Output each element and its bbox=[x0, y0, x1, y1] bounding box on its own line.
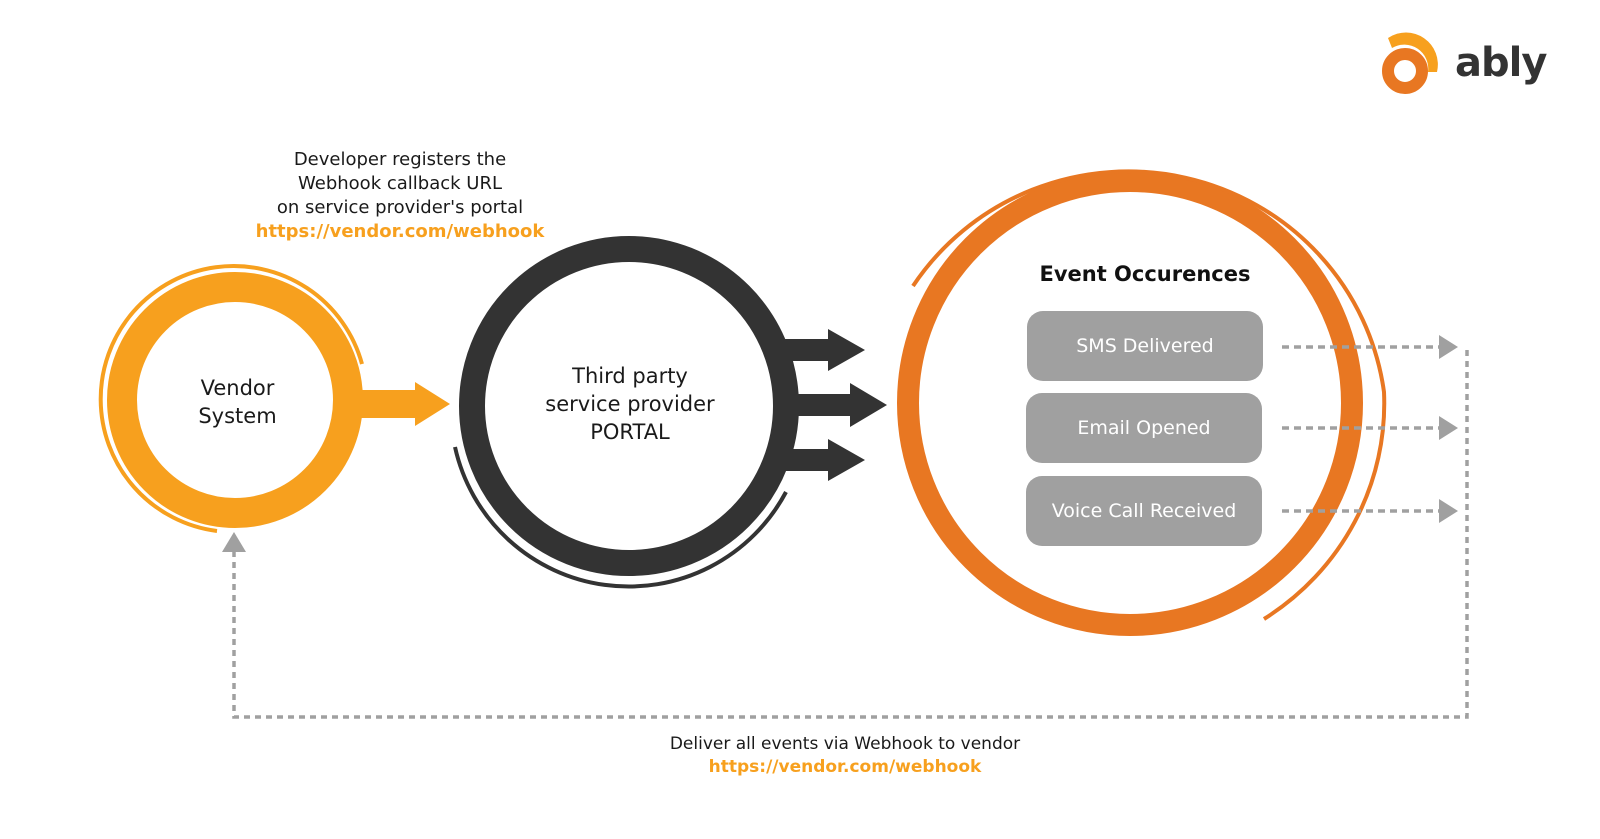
vendor-label-line-2: System bbox=[198, 404, 277, 428]
delivery-url-link[interactable]: https://vendor.com/webhook bbox=[708, 757, 982, 777]
events-title: Event Occurences bbox=[1039, 262, 1251, 286]
ably-logo-icon bbox=[1382, 32, 1438, 94]
portal-label: Third party service provider PORTAL bbox=[510, 362, 750, 446]
vendor-ring bbox=[107, 272, 363, 528]
return-arrowhead bbox=[222, 532, 246, 552]
registration-line-1: Developer registers the bbox=[293, 149, 507, 170]
arrowhead-sms bbox=[1439, 335, 1458, 359]
portal-to-events-arrows bbox=[775, 329, 887, 481]
portal-outer-arc bbox=[453, 446, 788, 589]
portal-arrow-top bbox=[775, 329, 865, 371]
delivery-note: Deliver all events via Webhook to vendor… bbox=[600, 733, 1090, 779]
event-arrowheads bbox=[1439, 335, 1458, 523]
event-box-voice-call-received: Voice Call Received bbox=[1026, 476, 1262, 546]
event-dashed-lines bbox=[1282, 345, 1440, 513]
portal-label-line-3: PORTAL bbox=[590, 420, 670, 444]
arrowhead-voice bbox=[1439, 499, 1458, 523]
vendor-node bbox=[98, 264, 364, 533]
portal-label-line-2: service provider bbox=[545, 392, 715, 416]
vendor-label: Vendor System bbox=[160, 374, 315, 430]
registration-line-3: on service provider's portal bbox=[276, 197, 524, 218]
vendor-outer-arc bbox=[98, 264, 364, 533]
vendor-label-line-1: Vendor bbox=[200, 376, 275, 400]
delivery-note-text: Deliver all events via Webhook to vendor bbox=[669, 734, 1021, 754]
registration-url-link[interactable]: https://vendor.com/webhook bbox=[255, 221, 545, 242]
arrowhead-email bbox=[1439, 416, 1458, 440]
ably-wordmark: ably bbox=[1455, 40, 1547, 86]
portal-label-line-1: Third party bbox=[572, 364, 688, 388]
events-ring bbox=[897, 170, 1363, 636]
registration-note: Developer registers the Webhook callback… bbox=[230, 148, 570, 244]
events-outer-arc bbox=[911, 169, 1387, 621]
portal-arrow-bottom bbox=[775, 439, 865, 481]
events-node bbox=[897, 169, 1387, 636]
event-box-sms-delivered: SMS Delivered bbox=[1027, 311, 1263, 381]
vendor-to-portal-arrow bbox=[355, 382, 450, 426]
webhook-return-path bbox=[232, 350, 1469, 719]
event-box-email-opened: Email Opened bbox=[1026, 393, 1262, 463]
portal-arrow-middle bbox=[785, 383, 887, 427]
registration-line-2: Webhook callback URL bbox=[298, 173, 502, 194]
